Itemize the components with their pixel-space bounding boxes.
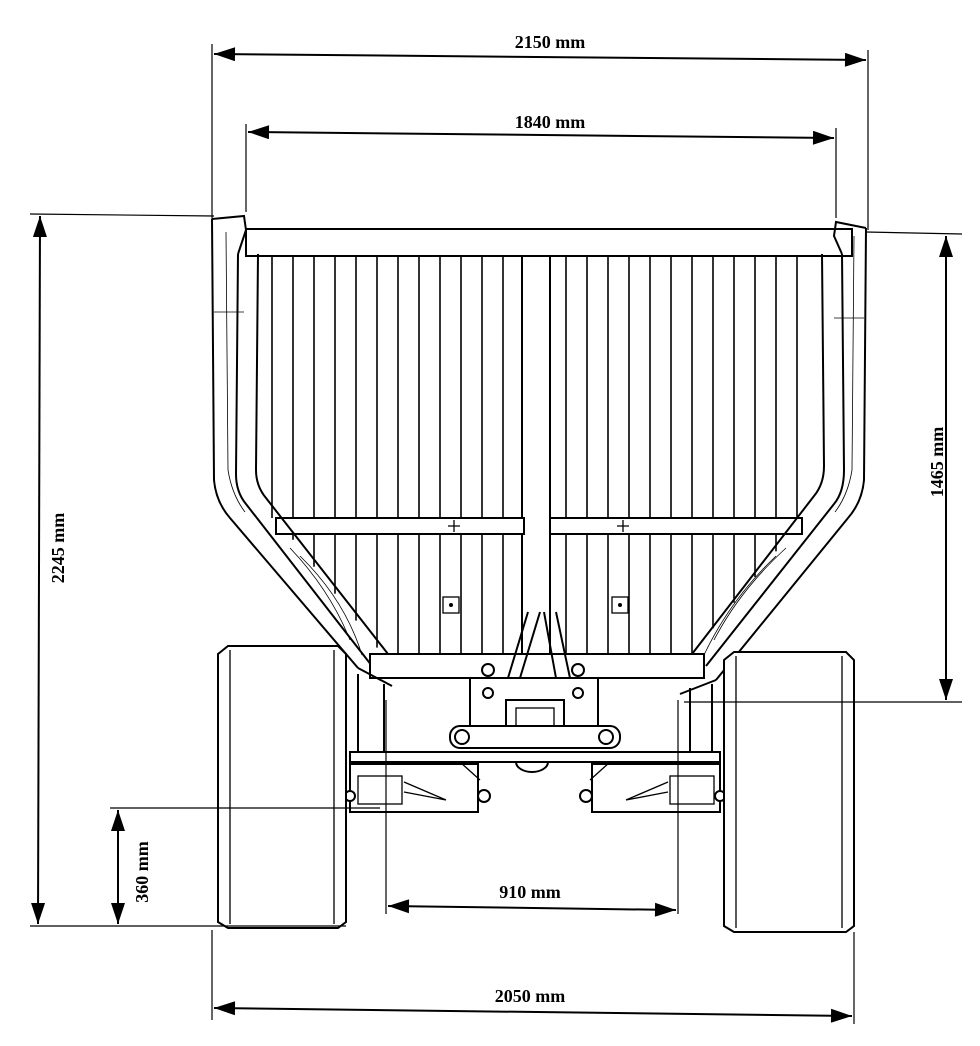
centre-post — [521, 255, 551, 655]
dim-line-overall-height — [31, 215, 47, 925]
hitch-crossbar — [449, 725, 621, 749]
dim-line-outer-track — [213, 1001, 853, 1023]
label-body-width: 1840 mm — [515, 112, 586, 132]
left-axle-support — [357, 674, 385, 760]
left-inner-wall — [234, 253, 373, 667]
cross-bar-right — [549, 517, 803, 535]
axle-beam — [349, 751, 721, 763]
bracket-right — [611, 596, 629, 614]
right-inner-wall-2 — [691, 253, 826, 655]
label-outer-track: 2050 mm — [495, 986, 566, 1006]
left-wheel — [217, 645, 347, 929]
dim-line-inner-track — [387, 899, 677, 917]
cross-bar-marks — [448, 520, 629, 532]
hopper-body — [211, 214, 867, 760]
right-outer-wall — [715, 227, 867, 681]
label-overall-width: 2150 mm — [515, 32, 586, 52]
dim-line-body-width — [247, 125, 835, 145]
right-wheel — [723, 651, 855, 933]
dimension-lines — [29, 44, 963, 1024]
bracket-left — [442, 596, 460, 614]
dimension-labels: 2150 mm 1840 mm 2245 mm 1465 mm 360 mm 9… — [48, 32, 947, 1006]
right-spring-block — [591, 763, 721, 813]
side-slats — [271, 256, 798, 654]
left-top-post — [211, 214, 248, 255]
cross-bar-left — [275, 517, 525, 535]
label-inner-track: 910 mm — [499, 882, 561, 902]
label-body-height: 1465 mm — [927, 427, 947, 498]
axle-assembly — [344, 751, 726, 813]
bottom-frame — [369, 653, 705, 679]
right-inner-wall — [705, 253, 846, 667]
dim-line-overall-width — [213, 47, 867, 67]
left-outer-wall — [211, 218, 359, 669]
right-top-post — [832, 220, 867, 255]
right-axle-support — [689, 684, 713, 760]
label-ground-clearance: 360 mm — [132, 841, 152, 903]
label-overall-height: 2245 mm — [48, 513, 68, 584]
top-rim — [245, 228, 853, 257]
left-inner-wall-2 — [254, 253, 389, 655]
left-spring-block — [349, 763, 479, 813]
